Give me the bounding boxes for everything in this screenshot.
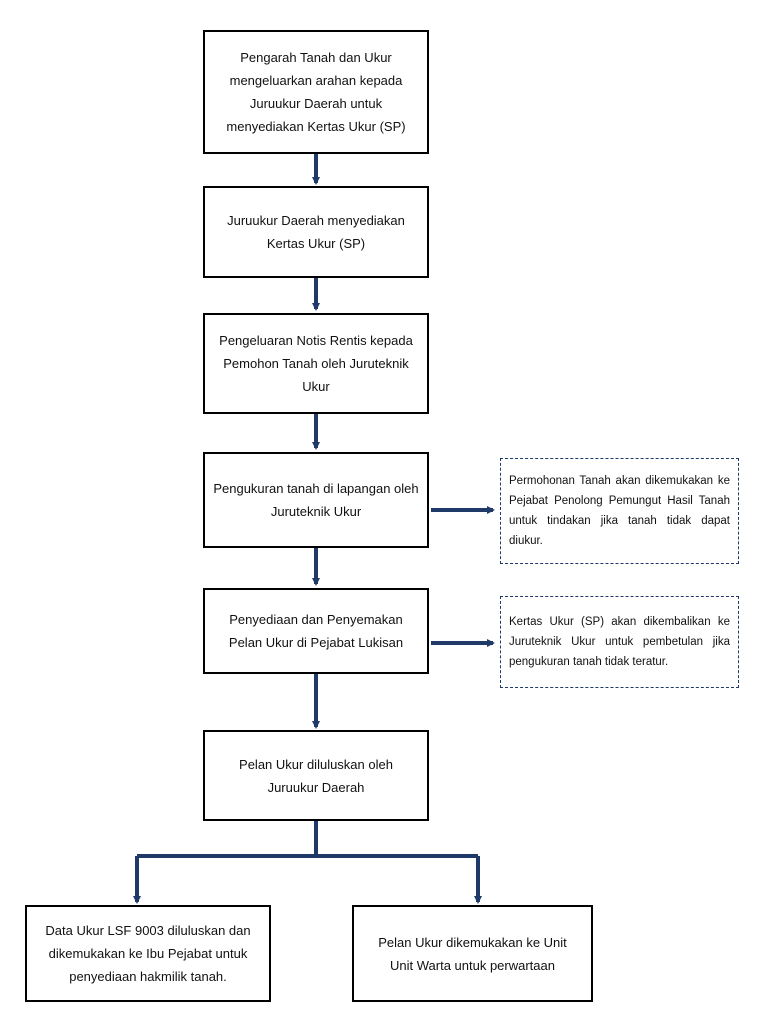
branch-connector <box>137 820 318 858</box>
outcome-box-left: Data Ukur LSF 9003 diluluskan dan dikemu… <box>25 905 271 1002</box>
outcome-text-left: Data Ukur LSF 9003 diluluskan dan dikemu… <box>45 923 251 984</box>
note-text-2: Kertas Ukur (SP) akan dikembalikan ke Ju… <box>509 616 730 668</box>
step-box-6: Pelan Ukur diluluskan oleh Juruukur Daer… <box>203 730 429 821</box>
note-text-1: Permohonan Tanah akan dikemukakan ke Pej… <box>509 475 730 547</box>
step-text-5: Penyediaan dan Penyemakan Pelan Ukur di … <box>228 612 404 650</box>
step-box-4: Pengukuran tanah di lapangan oleh Jurute… <box>203 452 429 548</box>
note-box-2: Kertas Ukur (SP) akan dikembalikan ke Ju… <box>500 596 739 688</box>
step-text-6: Pelan Ukur diluluskan oleh Juruukur Daer… <box>239 756 393 795</box>
step-text-3: Pengeluaran Notis Rentis kepada Pemohon … <box>219 333 413 394</box>
step-box-5: Penyediaan dan Penyemakan Pelan Ukur di … <box>203 588 429 674</box>
outcome-text-right: Pelan Ukur dikemukakan ke Unit Unit Wart… <box>378 934 567 973</box>
step-text-2: Juruukur Daerah menyediakan Kertas Ukur … <box>227 213 405 251</box>
note-box-1: Permohonan Tanah akan dikemukakan ke Pej… <box>500 458 739 564</box>
step-box-1: Pengarah Tanah dan Ukur mengeluarkan ara… <box>203 30 429 154</box>
step-box-2: Juruukur Daerah menyediakan Kertas Ukur … <box>203 186 429 278</box>
outcome-box-right: Pelan Ukur dikemukakan ke Unit Unit Wart… <box>352 905 593 1002</box>
step-text-4: Pengukuran tanah di lapangan oleh Jurute… <box>213 481 419 519</box>
step-box-3: Pengeluaran Notis Rentis kepada Pemohon … <box>203 313 429 414</box>
step-text-1: Pengarah Tanah dan Ukur mengeluarkan ara… <box>226 50 406 134</box>
